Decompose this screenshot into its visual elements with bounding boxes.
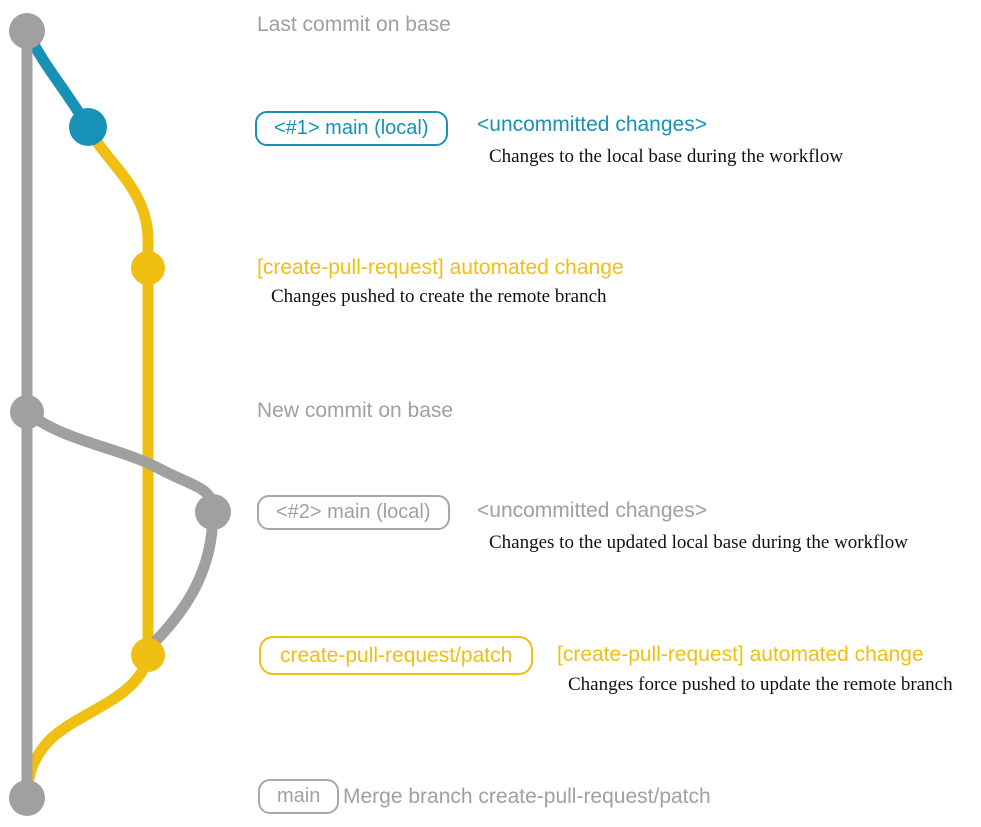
- title-uncommitted-2: <uncommitted changes>: [477, 499, 707, 522]
- branch-patch-line: [82, 121, 154, 661]
- desc-automated-2: Changes force pushed to update the remot…: [568, 674, 953, 695]
- commit-node-automated-1: [131, 251, 165, 285]
- title-automated-2: [create-pull-request] automated change: [557, 643, 924, 666]
- badge-main: main: [258, 779, 340, 814]
- badge-main-local-2: <#2> main (local): [257, 495, 450, 530]
- title-uncommitted-1: <uncommitted changes>: [477, 113, 707, 136]
- branch-base-fork-curve: [21, 406, 219, 518]
- desc-automated-1: Changes pushed to create the remote bran…: [271, 286, 607, 307]
- badge-main-local-1: <#1> main (local): [255, 111, 448, 146]
- title-automated-1: [create-pull-request] automated change: [257, 256, 624, 279]
- commit-node-uncommitted-1: [69, 108, 107, 146]
- branch-base-rebase-curve: [145, 506, 219, 652]
- badge-patch-branch: create-pull-request/patch: [259, 636, 534, 675]
- label-new-commit: New commit on base: [257, 399, 454, 422]
- commit-node-automated-2: [131, 638, 165, 672]
- desc-uncommitted-2: Changes to the updated local base during…: [489, 532, 908, 553]
- git-graph: [9, 13, 231, 816]
- commit-node-last-commit: [9, 13, 45, 49]
- label-last-commit: Last commit on base: [257, 13, 451, 36]
- commit-node-merge: [9, 780, 45, 816]
- desc-uncommitted-1: Changes to the local base during the wor…: [489, 146, 844, 167]
- branch-patch-merge-curve: [21, 649, 154, 803]
- commit-node-new-commit: [10, 395, 44, 429]
- commit-node-uncommitted-2: [195, 494, 231, 530]
- label-merge: Merge branch create-pull-request/patch: [343, 785, 711, 808]
